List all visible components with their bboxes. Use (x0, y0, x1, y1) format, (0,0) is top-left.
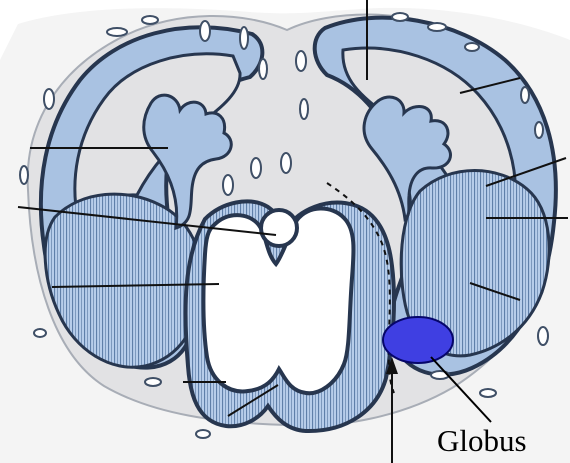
globus-label: Globus (437, 423, 527, 458)
center-small-ring (261, 210, 297, 246)
globus-marker-icon (383, 317, 453, 363)
